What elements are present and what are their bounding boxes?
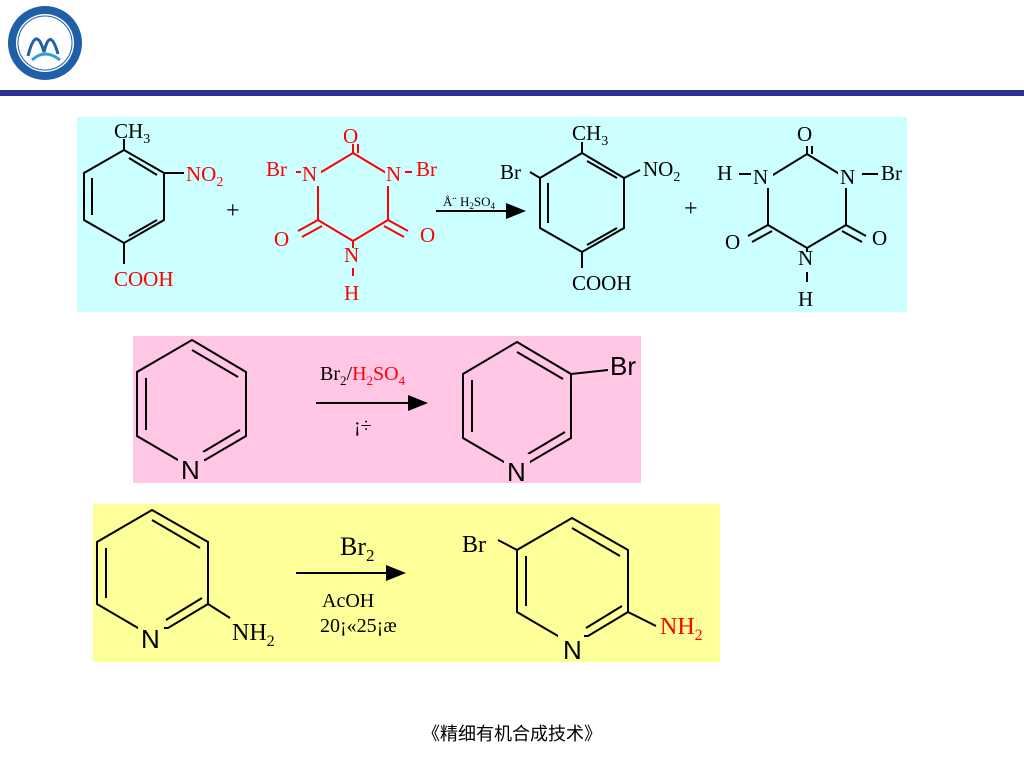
r3-product-nh2: NH2 xyxy=(660,614,703,644)
r1-reactant-cooh: COOH xyxy=(114,267,174,291)
r1-product-structure xyxy=(529,142,641,268)
r1-reagent-o-right: O xyxy=(420,223,435,247)
r2-product-n: N xyxy=(507,457,526,487)
r2-reactant-n: N xyxy=(181,455,200,485)
r1-product-no2: NO2 xyxy=(643,157,680,185)
r3-reactant-n: N xyxy=(141,624,160,654)
r1-byproduct-o-top: O xyxy=(797,122,812,146)
r1-plus-2: + xyxy=(684,196,698,222)
r3-reactant-nh2: NH2 xyxy=(232,620,275,650)
header-bar xyxy=(0,90,1024,96)
r1-byproduct-o-right: O xyxy=(872,226,887,250)
r1-byproduct-br: Br xyxy=(881,161,902,185)
r3-reagent: Br2 xyxy=(340,532,375,565)
r1-byproduct-n-right: N xyxy=(840,165,855,189)
course-title: 《精细有机合成技术》 xyxy=(422,724,602,745)
reaction-2-panel xyxy=(133,336,641,483)
r1-byproduct-o-left: O xyxy=(725,230,740,254)
r3-solvent: AcOH xyxy=(322,590,374,612)
r1-reagent-h: H xyxy=(344,281,359,305)
r2-product-3-bromopyridine xyxy=(462,340,609,463)
university-logo xyxy=(8,6,82,80)
r1-plus-1: + xyxy=(226,198,240,224)
r3-product-br: Br xyxy=(462,532,486,558)
r1-reactant-structure xyxy=(83,139,184,264)
r1-product-br: Br xyxy=(500,160,521,184)
r1-reagent-o-top: O xyxy=(343,124,358,148)
r3-product-n: N xyxy=(563,635,582,665)
r1-reagent-o-left: O xyxy=(274,227,289,251)
r1-reactant-ch3: CH3 xyxy=(114,119,150,147)
r1-product-cooh: COOH xyxy=(572,271,632,295)
r3-product-5-bromo-2-aminopyridine xyxy=(497,516,657,637)
r2-reagent: Br2/H2SO4 xyxy=(320,363,406,388)
r1-reactant-no2: NO2 xyxy=(186,162,223,190)
r1-reagent-n-left: N xyxy=(302,162,317,186)
r1-reagent-n-bottom: N xyxy=(344,243,359,267)
r1-reagent-n-right: N xyxy=(386,162,401,186)
r1-condition: Å¨ H2SO4 xyxy=(443,194,495,211)
r1-reagent-br-left: Br xyxy=(266,157,287,181)
r1-reagent-br-right: Br xyxy=(416,157,437,181)
r2-product-br: Br xyxy=(610,351,636,381)
r1-byproduct-n-bottom: N xyxy=(798,246,813,270)
r1-byproduct-n-left: N xyxy=(753,165,768,189)
reaction-3-panel xyxy=(93,504,720,662)
r2-condition: ¡÷ xyxy=(354,415,372,437)
r3-reactant-2-aminopyridine xyxy=(96,508,231,629)
r3-temperature: 20¡«25¡æ xyxy=(320,615,397,637)
r1-product-ch3: CH3 xyxy=(572,121,608,149)
r1-byproduct-h-bottom: H xyxy=(798,287,813,311)
r2-reactant-pyridine xyxy=(136,338,247,461)
r1-byproduct-h-left: H xyxy=(717,161,732,185)
